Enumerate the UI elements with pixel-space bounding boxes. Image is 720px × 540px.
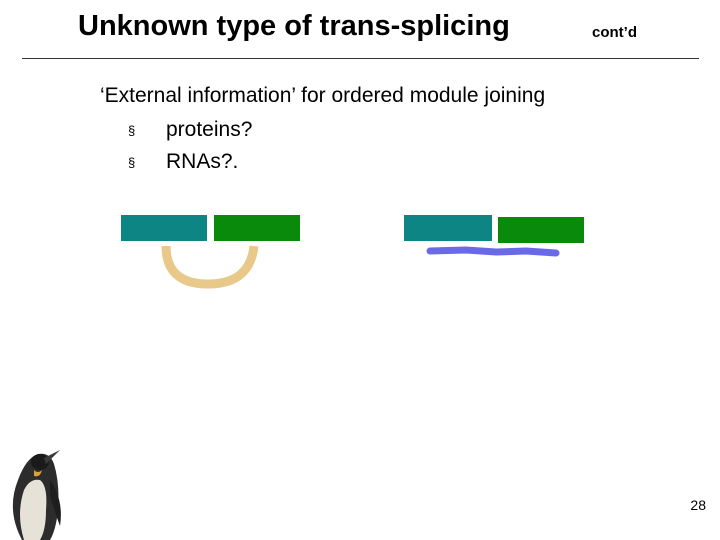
bullet-text: RNAs?.	[166, 150, 239, 173]
protein-arc	[161, 245, 259, 289]
module-teal-right	[404, 215, 492, 241]
title-divider	[22, 58, 699, 59]
bullet-item-rnas: § RNAs?.	[128, 150, 238, 174]
intro-text: ‘External information’ for ordered modul…	[100, 84, 546, 107]
rna-strand	[426, 246, 560, 257]
slide-title: Unknown type of trans-splicing	[78, 10, 510, 42]
module-green-right	[498, 217, 584, 243]
page-number: 28	[690, 497, 706, 513]
bullet-item-proteins: § proteins?	[128, 118, 252, 142]
module-green-left	[214, 215, 300, 241]
bullet-text: proteins?	[166, 118, 253, 141]
slide-subtitle: cont’d	[592, 24, 637, 41]
penguin-image	[12, 450, 61, 540]
module-teal-left	[121, 215, 207, 241]
bullet-marker: §	[128, 122, 136, 138]
bullet-marker: §	[128, 154, 136, 170]
